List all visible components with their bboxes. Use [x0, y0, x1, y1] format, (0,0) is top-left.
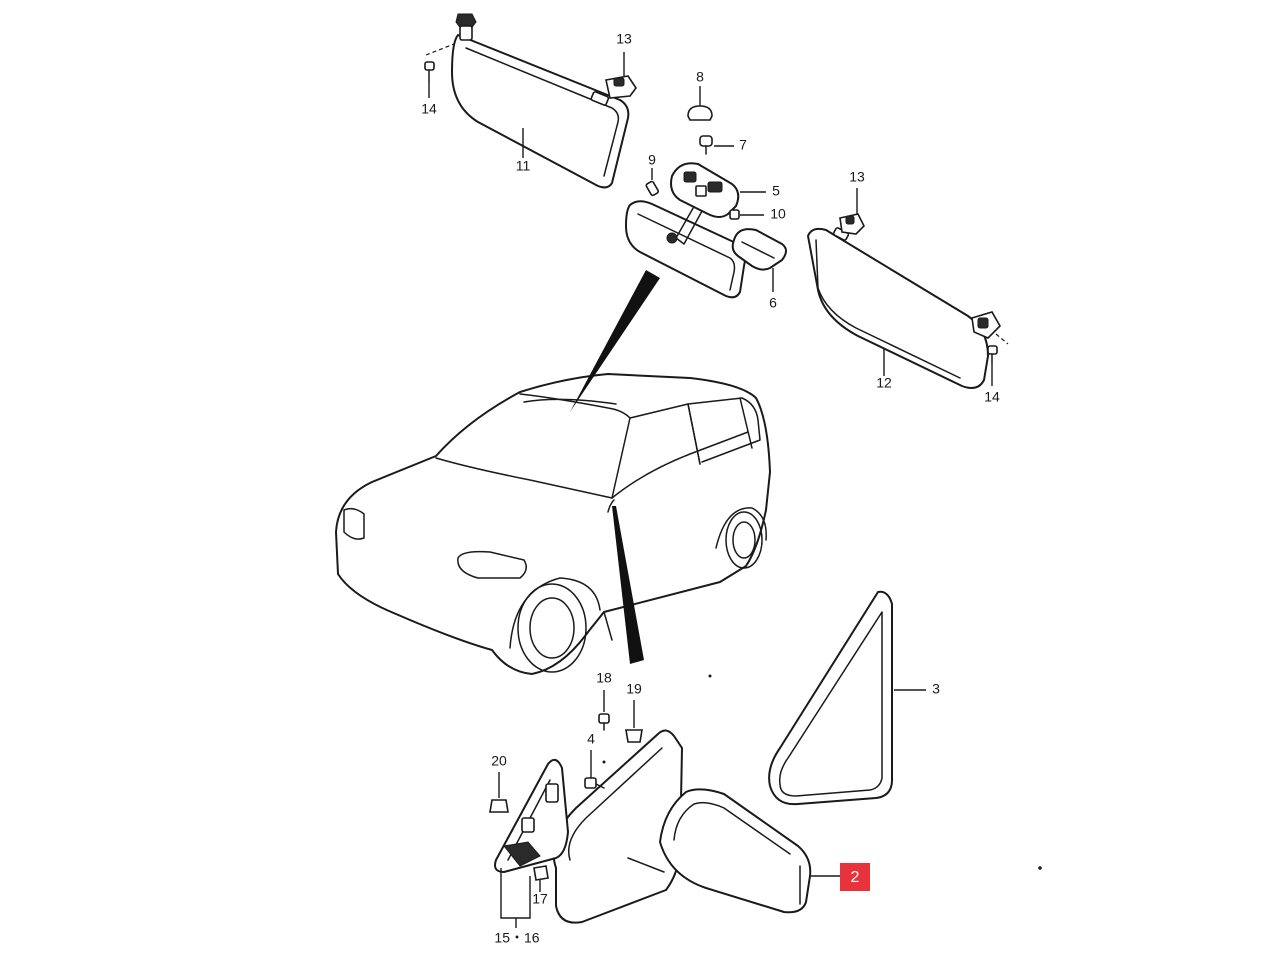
door-corner-garnish[interactable] [768, 590, 926, 806]
callout-9: 9 [648, 152, 656, 168]
callout-11: 11 [516, 158, 531, 174]
callout-10: 10 [770, 206, 786, 222]
mirror-cover [731, 228, 787, 292]
callout-19: 19 [626, 681, 642, 697]
left-visor-screw [424, 43, 455, 98]
mirror-pin [645, 168, 660, 197]
callout-13-right: 13 [849, 169, 865, 185]
callout-5: 5 [772, 183, 780, 199]
fastener-19 [625, 700, 643, 743]
callout-18: 18 [596, 670, 612, 686]
left-visor-hinge [455, 13, 477, 41]
left-visor-clip [605, 52, 637, 99]
bracket-15-16-leader [500, 868, 531, 928]
fastener-4 [584, 750, 605, 789]
right-visor-hinge [971, 311, 1001, 339]
stray-dot [708, 674, 712, 678]
right-visor-clip [839, 188, 865, 235]
callout-13-left: 13 [616, 31, 632, 47]
callout-15-16: 15・16 [494, 930, 539, 946]
callout-14-left: 14 [421, 101, 437, 117]
callout-6: 6 [769, 295, 777, 311]
callout-8: 8 [696, 69, 704, 85]
mirror-cap [687, 86, 713, 121]
mirror-bracket-cover [494, 758, 569, 873]
rear-view-mirror[interactable] [625, 200, 747, 299]
callout-14-right: 14 [984, 389, 1000, 405]
callout-17: 17 [532, 891, 548, 907]
pointer-to-mirror [570, 270, 660, 412]
right-visor-screw [987, 333, 1009, 386]
left-sun-visor[interactable] [451, 34, 630, 189]
fastener-18 [598, 690, 610, 731]
callout-7: 7 [739, 137, 747, 153]
stray-dot [602, 760, 606, 764]
callout-3: 3 [932, 681, 940, 697]
door-mirror-assembly[interactable] [552, 729, 812, 924]
pointer-to-door-mirror [612, 506, 644, 664]
callout-20: 20 [491, 753, 507, 769]
callout-2-highlight[interactable]: 2 [840, 863, 870, 891]
car-illustration [335, 373, 771, 675]
mirror-small-screw [729, 209, 764, 220]
right-sun-visor[interactable] [807, 227, 989, 389]
highlight-box [840, 863, 870, 891]
stray-dot [1038, 866, 1042, 870]
mirror-mounting-bracket [670, 162, 766, 218]
fastener-17 [533, 865, 549, 892]
callout-4: 4 [587, 731, 595, 747]
fastener-20 [489, 772, 509, 813]
callout-2: 2 [851, 869, 860, 886]
callout-12: 12 [876, 375, 892, 391]
mirror-screw-top [699, 135, 734, 155]
